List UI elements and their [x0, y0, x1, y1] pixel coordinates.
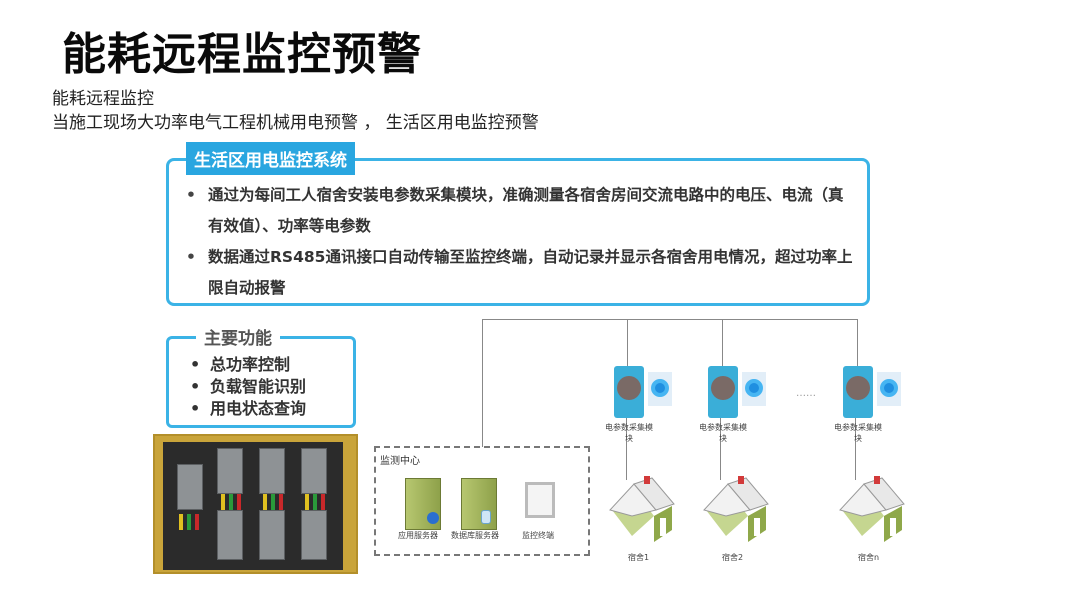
functions-panel-title: 主要功能 — [196, 324, 280, 349]
page-title: 能耗远程监控预警 — [62, 29, 422, 80]
dorm-house-icon — [609, 476, 675, 542]
function-item: 负载智能识别 — [190, 376, 306, 398]
globe-icon — [427, 512, 439, 524]
connector-line — [626, 418, 627, 480]
connector-line — [482, 319, 483, 447]
bus-line — [482, 319, 858, 320]
dorm-label: 宿舍1 — [628, 553, 650, 562]
ellipsis: …… — [796, 388, 816, 399]
collector-module-icon — [708, 366, 738, 418]
connector-line — [720, 418, 721, 480]
dorm-label: 宿舍2 — [722, 553, 744, 562]
system-bullet: 数据通过RS485通讯接口自动传输至监控终端，自动记录并显示各宿舍用电情况，超过… — [186, 242, 856, 304]
dorm-label: 宿舍n — [858, 553, 880, 562]
dorm-house-icon — [703, 476, 769, 542]
functions-list: 总功率控制 负载智能识别 用电状态查询 — [190, 354, 306, 420]
current-sensor-icon — [877, 372, 901, 406]
collector-module-icon — [614, 366, 644, 418]
monitor-terminal-icon — [525, 482, 555, 518]
distribution-box-photo — [153, 434, 358, 574]
monitor-center-title: 监测中心 — [380, 456, 420, 467]
monitor-center-box — [374, 446, 590, 556]
module-label: 电参数采集模块 — [605, 423, 653, 443]
subtitle-line-1: 能耗远程监控 — [52, 89, 154, 109]
current-sensor-icon — [648, 372, 672, 406]
dorm-house-icon — [839, 476, 905, 542]
system-panel — [166, 158, 870, 306]
module-label: 电参数采集模块 — [699, 423, 747, 443]
system-panel-tag: 生活区用电监控系统 — [186, 142, 355, 175]
db-server-icon — [461, 478, 497, 530]
subtitle-line-2: 当施工现场大功率电气工程机械用电预警 ， 生活区用电监控预警 — [52, 113, 539, 133]
module-label: 电参数采集模块 — [834, 423, 882, 443]
database-icon — [481, 510, 491, 524]
function-item: 总功率控制 — [190, 354, 306, 376]
device-label: 数据库服务器 — [451, 531, 499, 540]
system-bullet: 通过为每间工人宿舍安装电参数采集模块，准确测量各宿舍房间交流电路中的电压、电流（… — [186, 180, 856, 242]
function-item: 用电状态查询 — [190, 398, 306, 420]
connector-line — [722, 319, 723, 369]
system-bullet-list: 通过为每间工人宿舍安装电参数采集模块，准确测量各宿舍房间交流电路中的电压、电流（… — [186, 180, 856, 304]
device-label: 监控终端 — [522, 531, 554, 540]
connector-line — [857, 319, 858, 369]
current-sensor-icon — [742, 372, 766, 406]
connector-line — [855, 418, 856, 480]
connector-line — [627, 319, 628, 369]
collector-module-icon — [843, 366, 873, 418]
device-label: 应用服务器 — [398, 531, 438, 540]
